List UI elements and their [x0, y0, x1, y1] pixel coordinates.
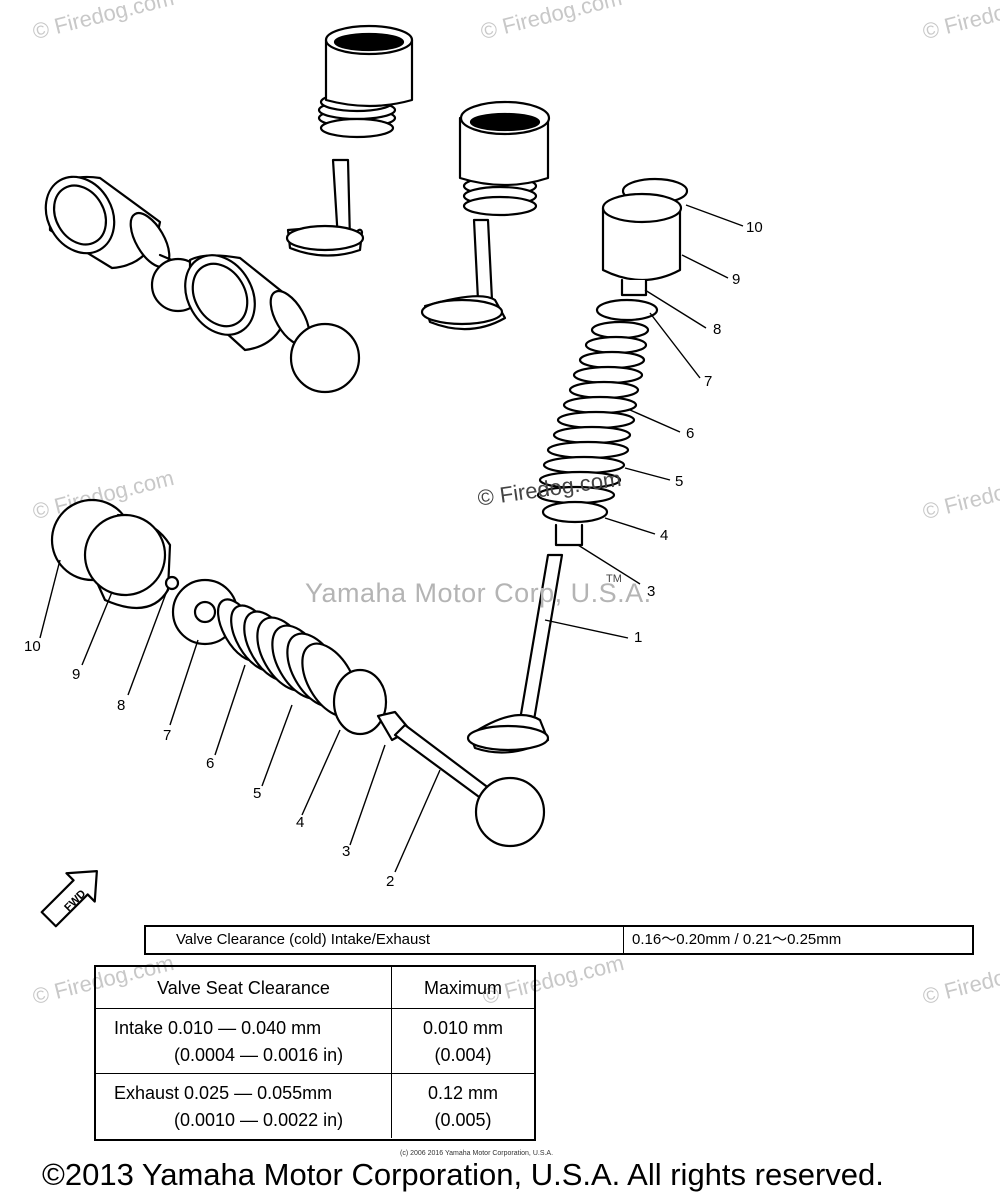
seat-4-left — [332, 668, 388, 736]
spring-right — [536, 320, 650, 505]
valve-clearance-label: Valve Clearance (cold) Intake/Exhaust — [146, 927, 624, 953]
intake-max-in: (0.004) — [434, 1045, 492, 1065]
seal-3-right — [554, 523, 584, 547]
callout-8-left: 8 — [117, 697, 125, 714]
callout-4-left: 4 — [296, 814, 304, 831]
valve-exploded-left — [50, 498, 546, 848]
keeper-8-left — [164, 575, 180, 591]
valve-exploded-right — [466, 177, 689, 754]
fwd-arrow — [40, 870, 98, 928]
callout-7-right: 7 — [704, 373, 712, 390]
retainer-7-right — [595, 298, 659, 322]
callout-9-left: 9 — [72, 666, 80, 683]
intake-max-mm: 0.010 mm — [422, 1018, 504, 1038]
valve-assembly-left-pair — [44, 175, 361, 394]
valve-seat-table: Valve Seat Clearance Maximum Intake 0.01… — [94, 965, 536, 1141]
callout-3-left: 3 — [342, 843, 350, 860]
intake-range-in: (0.0004 — 0.0016 in) — [174, 1045, 344, 1065]
callout-10-right: 10 — [746, 219, 763, 236]
trademark-mark: TM — [606, 573, 622, 585]
callout-1-right: 1 — [634, 629, 642, 646]
exhaust-range-in: (0.0010 — 0.0022 in) — [174, 1110, 344, 1130]
fine-print: (c) 2006 2016 Yamaha Motor Corporation, … — [400, 1150, 554, 1157]
center-watermark: Yamaha Motor Corp, U.S.A. — [305, 578, 652, 608]
valve-assembly-top-right — [420, 100, 551, 331]
callout-9-right: 9 — [732, 271, 740, 288]
valve-clearance-box: Valve Clearance (cold) Intake/Exhaust 0.… — [144, 925, 974, 955]
callout-5-right: 5 — [675, 473, 683, 490]
callout-4-right: 4 — [660, 527, 668, 544]
spring-left — [216, 598, 359, 718]
callout-6-right: 6 — [686, 425, 694, 442]
table-header-right: Maximum — [423, 978, 502, 998]
callout-10-left: 10 — [24, 638, 41, 655]
exhaust-range-mm: Exhaust 0.025 — 0.055mm — [114, 1083, 333, 1103]
callout-3-right: 3 — [647, 583, 655, 600]
callout-5-left: 5 — [253, 785, 261, 802]
callout-2-left: 2 — [386, 873, 394, 890]
exhaust-max-in: (0.005) — [434, 1110, 492, 1130]
keeper-8-right — [620, 278, 648, 297]
table-row-intake: Intake 0.010 — 0.040 mm (0.0004 — 0.0016… — [96, 1009, 534, 1074]
intake-range-mm: Intake 0.010 — 0.040 mm — [114, 1018, 322, 1038]
table-header-row: Valve Seat Clearance Maximum — [96, 967, 534, 1009]
valve-assembly-top-center — [285, 24, 414, 257]
callout-7-left: 7 — [163, 727, 171, 744]
exhaust-max-mm: 0.12 mm — [427, 1083, 499, 1103]
copyright-footer: ©2013 Yamaha Motor Corporation, U.S.A. A… — [42, 1157, 884, 1192]
seat-4-right — [541, 500, 609, 524]
table-header-left: Valve Seat Clearance — [96, 967, 392, 1008]
valve-clearance-value: 0.16～0.20mm / 0.21～0.25mm — [632, 931, 842, 948]
callout-8-right: 8 — [713, 321, 721, 338]
callout-6-left: 6 — [206, 755, 214, 772]
table-row-exhaust: Exhaust 0.025 — 0.055mm (0.0010 — 0.0022… — [96, 1074, 534, 1138]
